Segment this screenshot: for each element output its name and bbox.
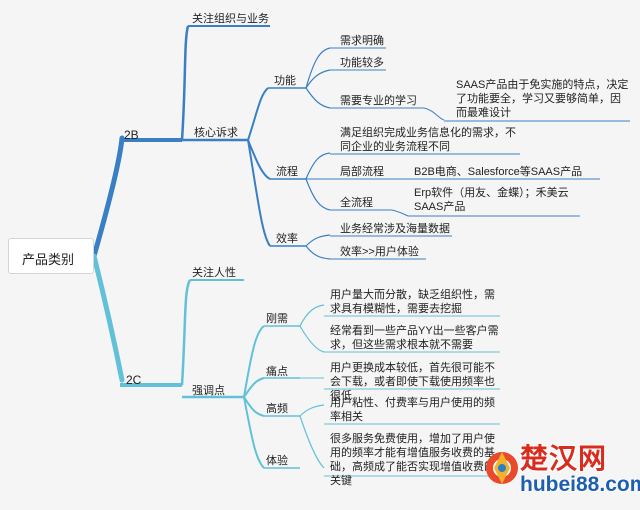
node-function[interactable]: 功能 (274, 75, 296, 87)
node-rigid-item-2[interactable]: 经常看到一些产品YY出一些客户需求，但这些需求根本就不需要 (330, 325, 499, 351)
node-2b[interactable]: 2B (124, 128, 139, 142)
node-frequency-item-2[interactable]: 很多服务免费使用，增加了用户使用的频率才能有增值服务收费的基础，高频成了能否实现… (330, 433, 495, 487)
node-rigid-demand[interactable]: 刚需 (266, 313, 288, 325)
node-b2b-focus[interactable]: 关注组织与业务 (192, 13, 269, 25)
root-node-label: 产品类别 (22, 252, 75, 267)
node-b2c-focus[interactable]: 关注人性 (192, 267, 236, 279)
node-process-desc[interactable]: 满足组织完成业务信息化的需求，不同企业的业务流程不同 (340, 127, 516, 153)
node-process[interactable]: 流程 (276, 166, 298, 178)
node-partial-process-note[interactable]: B2B电商、Salesforce等SAAS产品 (414, 166, 583, 178)
node-pain-point[interactable]: 痛点 (266, 366, 288, 378)
root-node-box[interactable] (8, 238, 94, 274)
node-high-frequency[interactable]: 高频 (266, 403, 288, 415)
node-partial-process[interactable]: 局部流程 (340, 166, 384, 178)
node-rigid-item-1[interactable]: 用户量大而分散，缺乏组织性，需求具有模糊性，需要去挖掘 (330, 289, 495, 315)
node-function-item-3[interactable]: 需要专业的学习 (340, 95, 417, 107)
node-full-process[interactable]: 全流程 (340, 197, 373, 209)
node-emphasis[interactable]: 强调点 (192, 385, 225, 397)
watermark-text-cn: 楚汉网 (520, 443, 608, 474)
node-efficiency[interactable]: 效率 (276, 233, 298, 245)
node-function-item-1[interactable]: 需求明确 (340, 35, 384, 47)
node-2c[interactable]: 2C (126, 373, 142, 387)
node-full-process-note[interactable]: Erp软件（用友、金蝶）；禾美云SAAS产品 (414, 187, 569, 213)
watermark-text-url: hubei88.com (520, 473, 640, 496)
node-efficiency-item-2[interactable]: 效率>>用户体验 (340, 246, 419, 258)
node-core-demand[interactable]: 核心诉求 (194, 127, 238, 139)
node-frequency-item-1[interactable]: 用户粘性、付费率与用户使用的频率相关 (330, 397, 495, 423)
node-function-item-2[interactable]: 功能较多 (340, 57, 384, 69)
watermark-logo-icon (486, 452, 518, 484)
node-efficiency-item-1[interactable]: 业务经常涉及海量数据 (340, 223, 450, 235)
node-pain-item-1[interactable]: 用户更换成本较低，首先很可能不会下载，或者即使下载使用频率也很低 (330, 362, 495, 402)
node-experience[interactable]: 体验 (266, 455, 288, 467)
node-function-note[interactable]: SAAS产品由于免实施的特点，决定了功能要全，学习又要够简单，因而最难设计 (456, 79, 629, 119)
